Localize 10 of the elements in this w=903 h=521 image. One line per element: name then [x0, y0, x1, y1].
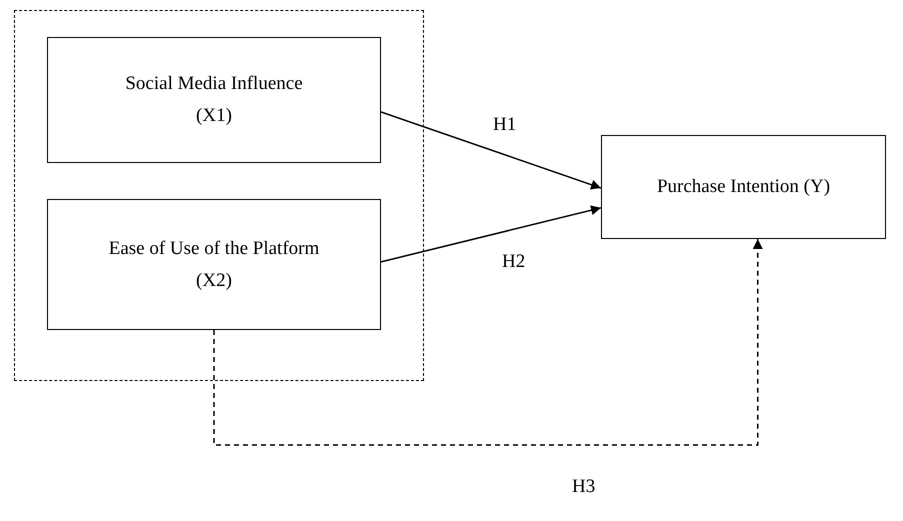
group-frame	[14, 10, 424, 381]
variable-label: Purchase Intention (Y)	[656, 175, 830, 199]
variable-label: Social Media Influence (X1)	[124, 72, 304, 128]
arrow	[213, 239, 763, 446]
variable-box	[601, 135, 886, 239]
arrow	[380, 111, 602, 190]
variable-box	[47, 199, 381, 330]
arrow	[380, 205, 602, 263]
variable-label: Ease of Use of the Platform (X2)	[108, 236, 320, 292]
variable-box	[47, 37, 381, 163]
